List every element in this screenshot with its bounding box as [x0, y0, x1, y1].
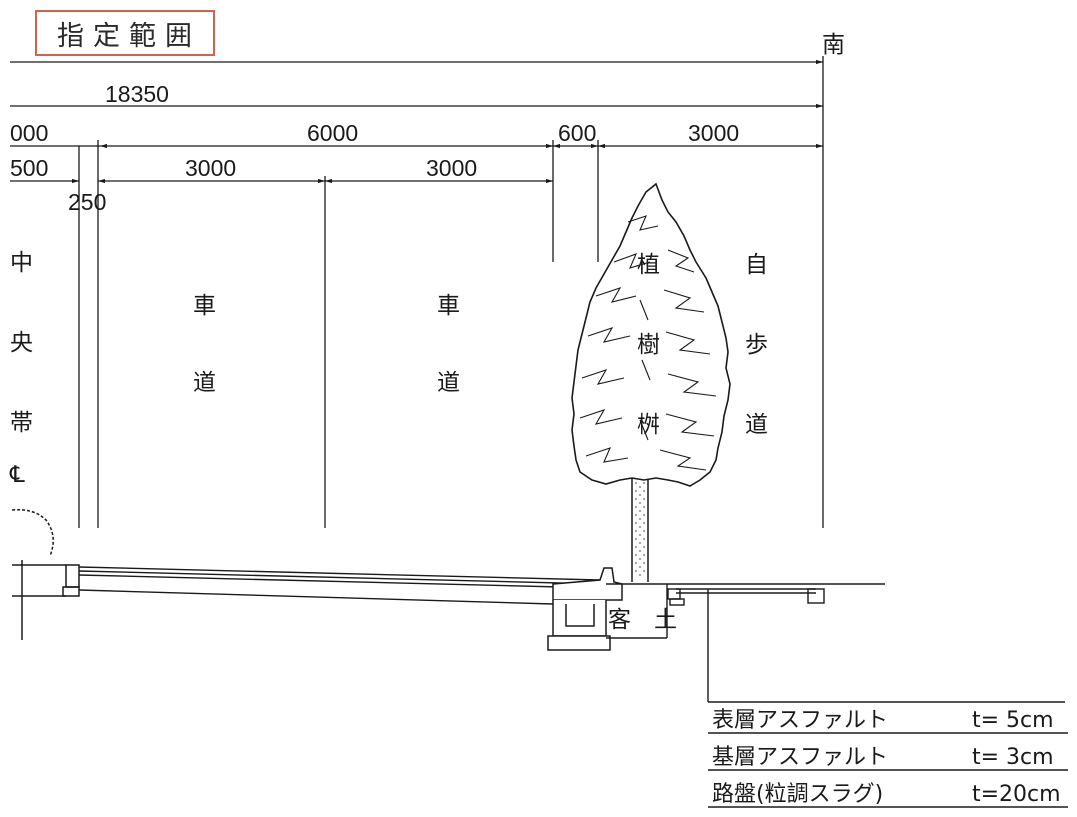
- drawing-title: 指定範囲: [57, 20, 201, 52]
- dimension-lane-1: 3000: [185, 155, 236, 181]
- dimension-sidewalk: 3000: [688, 120, 739, 146]
- lane-2-label-1: 車: [437, 293, 460, 319]
- dimension-shoulder: 250: [68, 189, 106, 215]
- sidewalk-label-2: 歩: [745, 332, 768, 358]
- dimension-planting: 600: [558, 120, 596, 146]
- legend-layer-1-name: 表層アスファルト: [712, 708, 888, 733]
- legend-layer-1-thickness: t= 5cm: [972, 708, 1054, 733]
- sidewalk-structure: [606, 583, 1065, 703]
- legend-layer-2-thickness: t= 3cm: [972, 745, 1054, 770]
- sidewalk-label-3: 道: [745, 412, 768, 438]
- dimension-lane-2: 3000: [426, 155, 477, 181]
- direction-label: 南: [822, 32, 845, 58]
- planting-label-3: 桝: [637, 412, 660, 438]
- pavement-legend: 表層アスファルト t= 5cm 基層アスファルト t= 3cm 路盤(粒調スラグ…: [708, 708, 1068, 808]
- legend-layer-3-thickness: t=20cm: [972, 782, 1061, 807]
- lane-1-label-1: 車: [193, 293, 216, 319]
- median-label-2: 央: [10, 330, 33, 356]
- legend-layer-3-name: 路盤(粒調スラグ): [712, 782, 883, 807]
- lane-1-label-2: 道: [193, 370, 216, 396]
- planting-label-2: 樹: [637, 332, 660, 358]
- dimension-total: 18350: [105, 81, 169, 107]
- dimension-lines: [10, 56, 824, 528]
- dimension-median-half: 000: [10, 120, 48, 146]
- gutter-structure: [547, 567, 623, 651]
- median-structure: [11, 508, 80, 640]
- legend-layer-2-name: 基層アスファルト: [712, 745, 888, 770]
- lane-2-label-2: 道: [437, 370, 460, 396]
- tree-illustration: [571, 182, 731, 582]
- title-box: 指定範囲: [35, 10, 215, 56]
- median-label-3: 帯: [10, 410, 33, 436]
- dimension-carriageway: 6000: [307, 120, 358, 146]
- sidewalk-label-1: 自: [745, 252, 768, 278]
- planting-label-1: 植: [637, 252, 660, 278]
- dimension-median-part: 500: [10, 155, 48, 181]
- median-label-1: 中: [10, 250, 33, 276]
- soil-label: 客 土: [608, 607, 677, 633]
- road-pavement: [78, 566, 601, 605]
- centerline-symbol: ℄: [9, 462, 25, 488]
